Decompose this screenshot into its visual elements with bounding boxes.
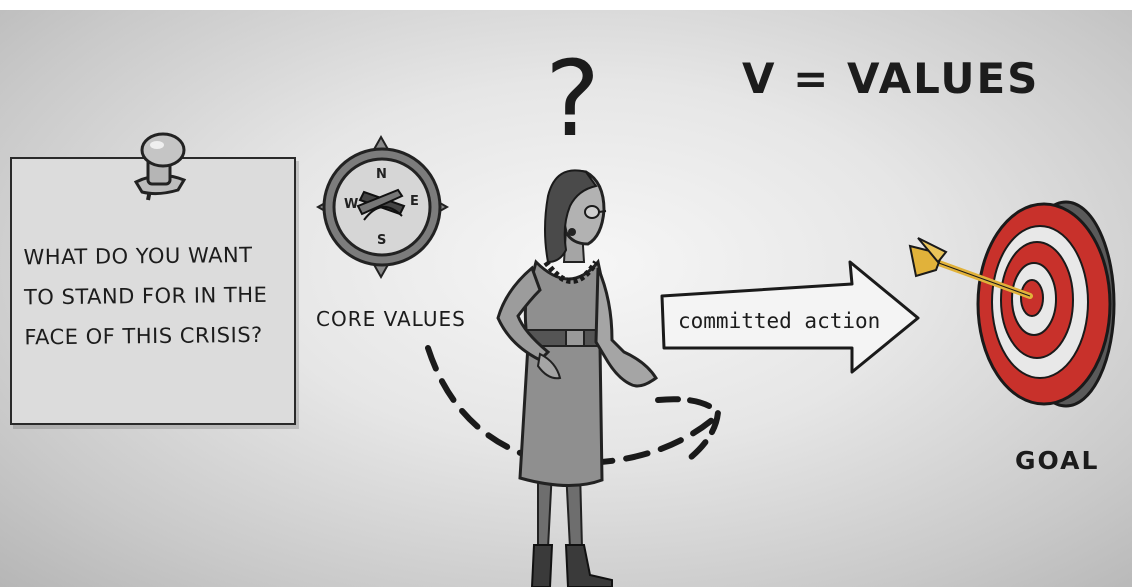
dashed-curve-arrow bbox=[425, 345, 722, 467]
pushpin-icon bbox=[133, 132, 187, 201]
question-mark: ? bbox=[545, 38, 601, 160]
dart-arrow-icon bbox=[908, 237, 1033, 299]
committed-action-arrow bbox=[660, 260, 920, 374]
compass-south: S bbox=[377, 233, 386, 248]
sticky-note: WHAT DO YOU WANT TO STAND FOR IN THE FAC… bbox=[10, 157, 296, 425]
equation-title: V = VALUES bbox=[742, 54, 1040, 103]
core-values-label: CORE VALUES bbox=[316, 307, 466, 331]
compass-east: E bbox=[410, 194, 419, 209]
compass-west: W bbox=[344, 197, 358, 212]
target-icon bbox=[976, 200, 1116, 408]
compass-icon: N E S W bbox=[315, 134, 450, 280]
compass-north: N bbox=[376, 167, 387, 182]
woman-illustration bbox=[496, 169, 659, 587]
goal-label: GOAL bbox=[1015, 446, 1100, 475]
committed-action-label: committed action bbox=[678, 309, 881, 333]
